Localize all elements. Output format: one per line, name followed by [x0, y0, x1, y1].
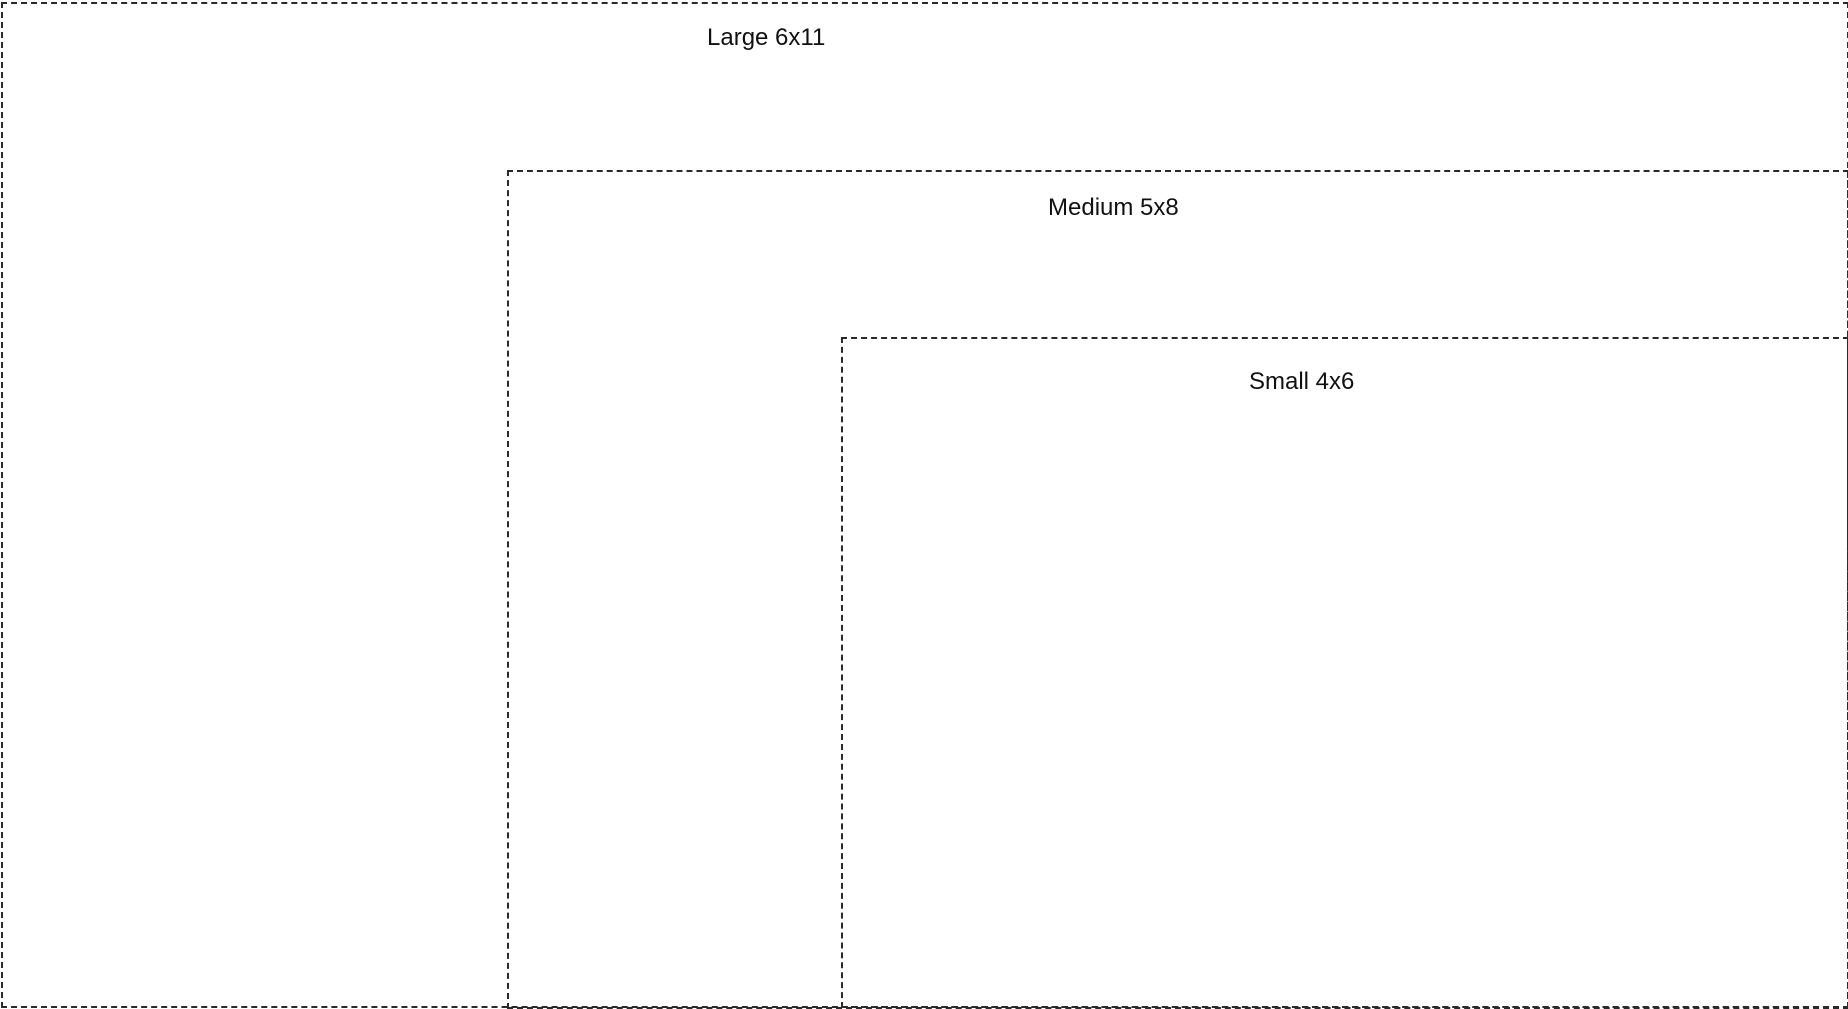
small-size-box — [841, 337, 1848, 1008]
small-size-label: Small 4x6 — [1249, 368, 1355, 395]
medium-size-label: Medium 5x8 — [1048, 194, 1179, 221]
large-size-label: Large 6x11 — [707, 24, 826, 51]
